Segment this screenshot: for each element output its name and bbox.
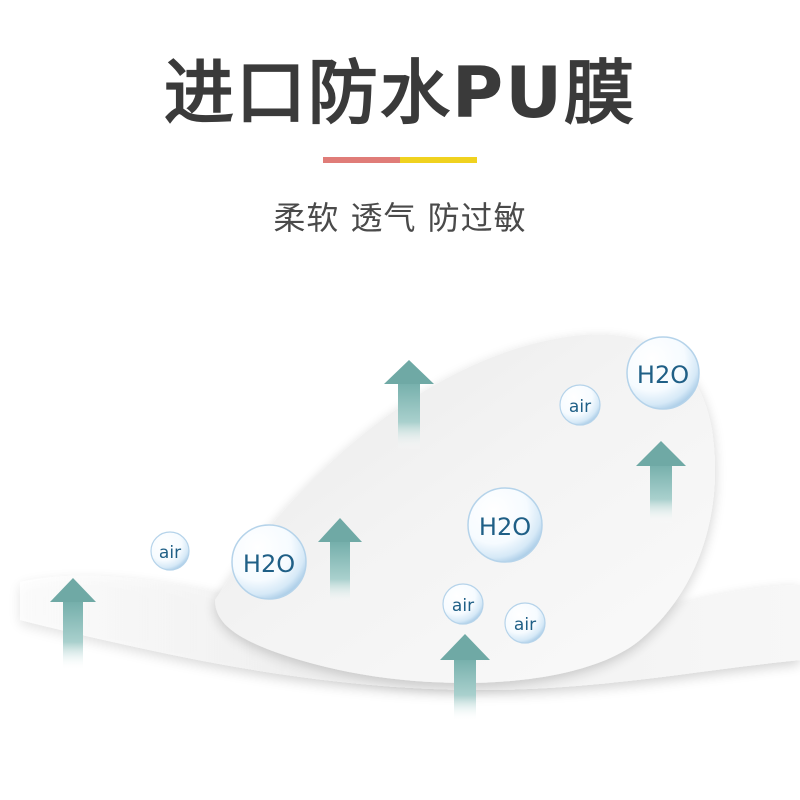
- air-label: air: [569, 397, 591, 417]
- airflow-arrow-center-left: [318, 518, 362, 605]
- airflow-arrow-top: [384, 360, 434, 450]
- page-title: 进口防水PU膜: [163, 52, 637, 134]
- air-label: air: [159, 543, 181, 563]
- air-bubble-bottom-right: air: [504, 602, 546, 644]
- airflow-arrow-bottom: [440, 634, 490, 721]
- air-label: air: [452, 596, 474, 616]
- h2o-label: H2O: [243, 550, 295, 578]
- h2o-label: H2O: [637, 361, 689, 389]
- air-bubble-top: air: [559, 384, 601, 426]
- divider-right-segment: [400, 157, 477, 163]
- h2o-bubble-center: H2O: [467, 487, 543, 563]
- airflow-arrow-left: [50, 578, 96, 670]
- air-bubble-bottom-center: air: [442, 583, 484, 625]
- h2o-label: H2O: [479, 513, 531, 541]
- air-bubble-left: air: [150, 531, 190, 571]
- h2o-bubble-left: H2O: [231, 524, 307, 600]
- title-divider: [323, 157, 477, 163]
- h2o-bubble-top-right: H2O: [626, 336, 700, 410]
- page-subtitle: 柔软 透气 防过敏: [273, 199, 527, 237]
- air-label: air: [514, 615, 536, 635]
- airflow-arrow-right: [636, 441, 686, 524]
- divider-left-segment: [323, 157, 400, 163]
